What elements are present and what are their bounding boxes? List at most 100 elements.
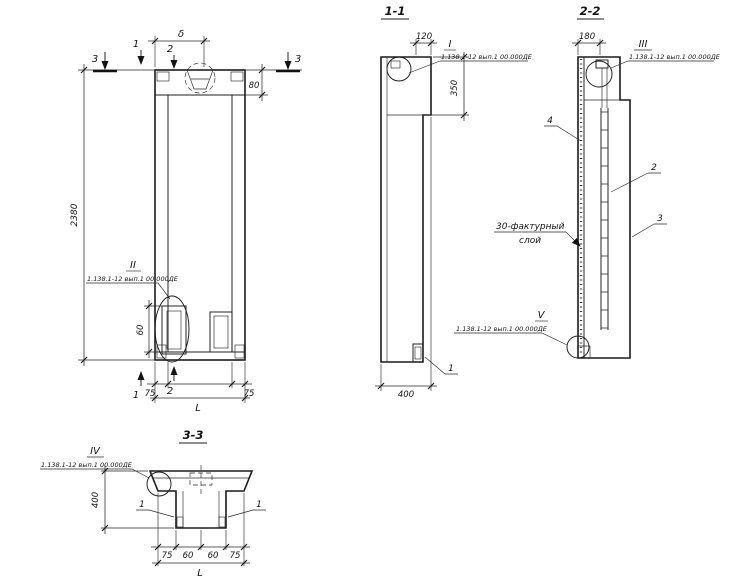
- section-marker-2-bottom: 2: [167, 386, 173, 397]
- s33-callouts: 1 1: [136, 500, 266, 518]
- s22-geometry: [566, 56, 631, 359]
- foot-left-inner: [166, 310, 182, 350]
- dim-75-right-s33: 75: [230, 551, 241, 561]
- section-2-2-title: 2-2: [580, 4, 601, 18]
- callout-1-right: 1: [256, 500, 262, 510]
- s11-embedded-plate: [390, 60, 401, 69]
- dim-400-s33: 400: [91, 492, 101, 508]
- detail-i-circle: [386, 56, 412, 82]
- section-marker-1-top: 1: [133, 39, 139, 50]
- detail-note-iv-leader: [40, 468, 150, 479]
- dim-75-right: 75: [244, 389, 255, 399]
- s33-detail-note: IV 1.138.1-12 вып.1 00.000ДЕ: [40, 446, 172, 497]
- dim-180: 180: [579, 32, 595, 42]
- dim-length-L-s33: L: [197, 568, 203, 579]
- callout-2-leader: [610, 172, 661, 193]
- s22-bottom-notch: [578, 345, 591, 358]
- lifting-detail-circle: [184, 62, 216, 94]
- layer-note-arrow: [565, 231, 581, 247]
- detail-note-iii-leader: [610, 60, 714, 69]
- s11-dimension-lines: [375, 42, 465, 387]
- s11-inner-lines: [386, 57, 423, 362]
- detail-ref-iv: IV: [90, 446, 101, 457]
- detail-note-i: 1.138.1-12 вып.1 00.000ДЕ: [441, 53, 533, 61]
- dim-60-right-s33: 60: [208, 551, 219, 561]
- detail-note-iii: 1.138.1-12 вып.1 00.000ДЕ: [629, 53, 721, 61]
- detail-v-circle: [566, 335, 590, 359]
- callout-1-left-leader: [136, 509, 175, 518]
- s33-outline: [148, 470, 254, 529]
- s22-layer-note: 30-фактурный слой: [494, 222, 581, 247]
- s22-callouts: 4 2 3: [544, 116, 667, 238]
- corner-box-right: [234, 344, 245, 359]
- s33-dimension-ticks: [101, 467, 248, 567]
- s22-detail-note-top: III 1.138.1-12 вып.1 00.000ДЕ: [610, 39, 721, 69]
- s11-callout: 1: [424, 356, 458, 375]
- dim-60-left-s33: 60: [183, 551, 194, 561]
- foot-right-inner: [213, 315, 229, 349]
- callout-4-leader: [544, 125, 582, 142]
- section-marker-2-top: 2: [167, 44, 173, 55]
- detail-note-v-leader: [454, 332, 568, 346]
- dim-delta: δ: [178, 29, 184, 40]
- s11-dimensions: 120 350 400: [375, 32, 469, 400]
- main-section-markers: 1 2 3 3 1 2: [92, 39, 301, 401]
- detail-note-ii: 1.138.1-12 вып.1 00.000ДЕ: [87, 275, 179, 283]
- callout-3: 3: [657, 214, 663, 224]
- s11-notch-insert: [414, 346, 422, 360]
- dim-60: 60: [136, 325, 146, 336]
- callout-1-left: 1: [139, 500, 145, 510]
- s22-extension-lines: [577, 39, 601, 55]
- dim-350: 350: [450, 80, 460, 96]
- detail-note-i-leader: [408, 60, 528, 74]
- detail-ref-iii: III: [639, 39, 648, 50]
- s11-bottom-notch: [412, 343, 423, 362]
- s22-dimension-ticks: [574, 39, 604, 47]
- view-section-1-1: 1-1 120 350 400 I 1.138.1-12 вып.1 00.00…: [375, 4, 533, 400]
- callout-1-s11-leader: [424, 356, 458, 375]
- s22-detail-note-bottom: V 1.138.1-12 вып.1 00.000ДЕ: [454, 310, 568, 346]
- view-main-elevation: δ 2380 80 60 75 75 L 1 2 3 3 1 2 II 1.: [70, 29, 302, 414]
- foot-left-outer: [161, 305, 187, 355]
- detail-ii-ellipse: [154, 295, 190, 363]
- callout-4: 4: [547, 116, 553, 126]
- callout-1-right-leader: [227, 509, 266, 518]
- main-dimension-lines: [83, 40, 263, 399]
- s22-outline: [577, 56, 631, 359]
- dim-2380: 2380: [70, 203, 80, 226]
- detail-note-iv: 1.138.1-12 вып.1 00.000ДЕ: [41, 461, 133, 469]
- layer-note-line2: слой: [519, 236, 541, 246]
- detail-note-v: 1.138.1-12 вып.1 00.000ДЕ: [456, 325, 548, 333]
- dim-75-left: 75: [145, 389, 156, 399]
- detail-iii-circle: [585, 60, 613, 88]
- view-section-3-3: 3-3 IV 1.138.1-12 вып.1 00.000ДЕ 1 1: [40, 428, 266, 579]
- main-extension-lines: [78, 36, 302, 403]
- panel-inner-lines: [155, 94, 245, 353]
- detail-note-ii-leader: [86, 282, 171, 300]
- panel-outline: [154, 69, 246, 361]
- section-marker-1-bottom: 1: [133, 390, 139, 401]
- detail-ref-i: I: [449, 39, 452, 50]
- detail-ref-ii: II: [130, 260, 136, 271]
- dim-length-L: L: [195, 403, 201, 414]
- s33-web-inner-lines: [182, 491, 220, 528]
- callout-1-s11: 1: [448, 364, 454, 374]
- s33-corner-box-right: [218, 516, 226, 528]
- s22-dimensions: 180: [572, 32, 606, 55]
- s33-dimensions: 400 75 60 60 75 L: [91, 465, 250, 579]
- s11-outline: [380, 56, 432, 363]
- corner-box-left: [156, 344, 167, 359]
- s11-dimension-ticks: [377, 39, 468, 390]
- dim-80: 80: [249, 81, 260, 91]
- s22-anchor-rods: [601, 68, 608, 108]
- layer-note-line1: 30-фактурный: [496, 222, 565, 232]
- lifting-groove: [186, 69, 214, 90]
- corner-plate-right: [230, 71, 244, 82]
- detail-ref-v: V: [538, 310, 546, 321]
- s11-detail-note: I 1.138.1-12 вып.1 00.000ДЕ: [408, 39, 533, 74]
- detail-iv-circle: [146, 471, 172, 497]
- s33-extension-lines: [101, 470, 245, 566]
- view-section-2-2: 2-2 180 III 1.138.1-12 вып.1 00.000ДЕ: [454, 4, 721, 359]
- main-panel-geometry: [154, 62, 246, 363]
